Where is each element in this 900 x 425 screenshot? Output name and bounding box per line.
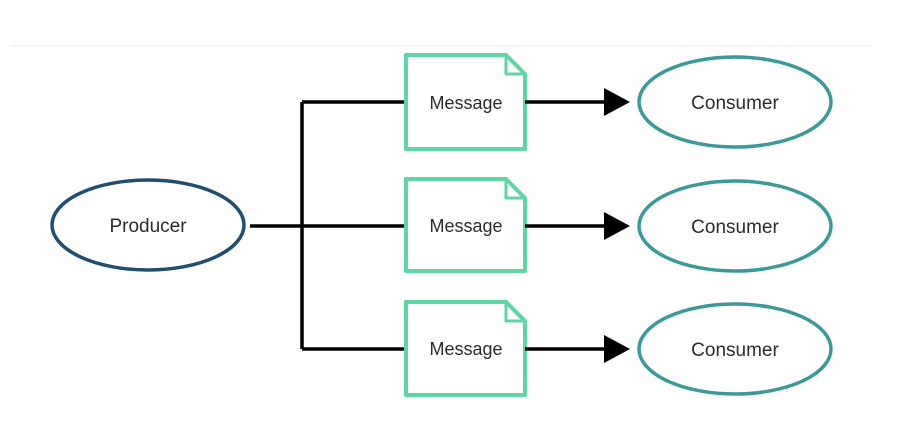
consumer-ellipse-2: [637, 179, 833, 273]
consumer-node-2: Consumer: [637, 179, 833, 273]
message-label-1: Message: [429, 93, 502, 113]
message-node-2: Message: [404, 177, 527, 273]
consumer-node-1: Consumer: [637, 55, 833, 149]
arrow-head-3: [604, 335, 630, 363]
message-fold-1: [504, 55, 525, 76]
producer-node: Producer: [50, 178, 246, 272]
message-doc-1: [404, 53, 527, 151]
fanout-connectors: [250, 100, 406, 351]
message-label-3: Message: [429, 339, 502, 359]
message-label-2: Message: [429, 216, 502, 236]
consumer-node-3: Consumer: [637, 302, 833, 396]
message-fold-2: [504, 179, 525, 200]
producer-label: Producer: [109, 216, 187, 237]
message-node-1: Message: [404, 53, 527, 151]
message-doc-2: [404, 177, 527, 273]
consumer-ellipse-1: [637, 55, 833, 149]
consumer-label-1: Consumer: [691, 93, 779, 114]
arrow-head-1: [604, 88, 630, 116]
producer-ellipse: [50, 178, 246, 272]
message-doc-3: [404, 300, 527, 397]
delivery-arrows: [525, 88, 630, 363]
message-node-3: Message: [404, 300, 527, 397]
arrow-head-2: [604, 212, 630, 240]
consumer-ellipse-3: [637, 302, 833, 396]
consumer-label-2: Consumer: [691, 217, 779, 238]
consumer-label-3: Consumer: [691, 340, 779, 361]
message-fold-3: [504, 302, 525, 323]
